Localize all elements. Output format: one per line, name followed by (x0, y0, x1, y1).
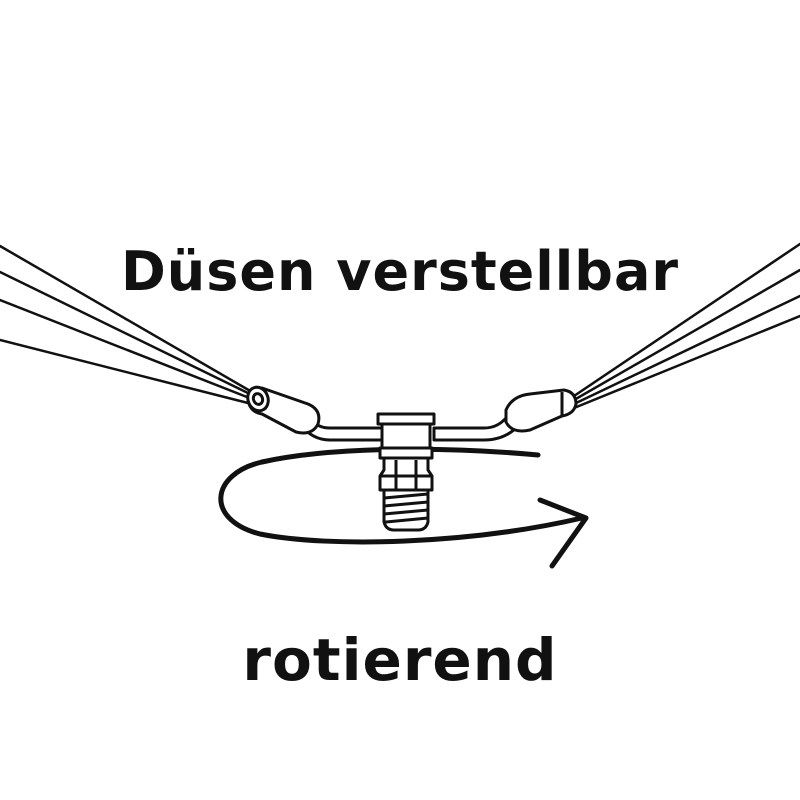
nozzle-arm-left (246, 385, 384, 442)
spray-jets-left (0, 244, 254, 406)
spray-jets-right (572, 242, 800, 410)
rotation-arrow-front (218, 459, 585, 545)
nozzle-arm-right (432, 388, 578, 442)
label-rotating: rotierend (242, 626, 558, 694)
nozzle-hub (376, 412, 436, 492)
threaded-stem (382, 488, 430, 532)
label-adjustable-nozzles: Düsen verstellbar (120, 240, 680, 303)
rotation-arrow-head (537, 497, 589, 569)
